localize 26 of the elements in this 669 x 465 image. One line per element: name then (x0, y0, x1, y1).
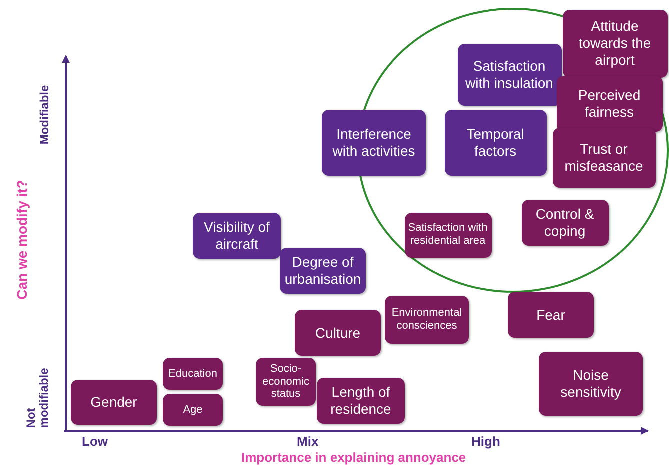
factor-box: Length of residence (317, 378, 405, 424)
factor-box: Fear (508, 292, 594, 338)
factor-box: Satisfaction with insulation (458, 44, 562, 106)
factor-box: Socio-economic status (256, 358, 316, 406)
axis-tick-label: Low (82, 434, 108, 448)
factor-box: Noise sensitivity (539, 352, 643, 416)
factor-box: Satisfaction with residential area (404, 212, 492, 258)
factor-box: Temporal factors (444, 110, 546, 176)
axis-title: Can we modify it? (14, 180, 30, 300)
factor-box: Environmental consciences (385, 296, 469, 344)
factor-box: Age (163, 394, 223, 426)
axis-title: Importance in explaining annoyance (242, 450, 466, 464)
factor-box: Education (163, 358, 223, 390)
factor-box: Trust or misfeasance (552, 128, 656, 188)
axis-tick-label: Mix (297, 434, 319, 448)
factor-box: Perceived fairness (556, 76, 662, 132)
factor-box: Degree of urbanisation (280, 248, 366, 294)
axis-end-label: Modifiable (37, 85, 52, 145)
factor-box: Gender (71, 380, 157, 425)
factor-box: Visibility of aircraft (193, 213, 281, 259)
factor-box: Culture (295, 310, 381, 356)
axis-end-label: Not modifiable (24, 367, 52, 428)
factor-box: Attitude towards the airport (562, 10, 668, 78)
axis-tick-label: High (472, 434, 500, 448)
factor-box: Control & coping (522, 200, 608, 246)
factor-box: Interference with activities (322, 110, 426, 176)
